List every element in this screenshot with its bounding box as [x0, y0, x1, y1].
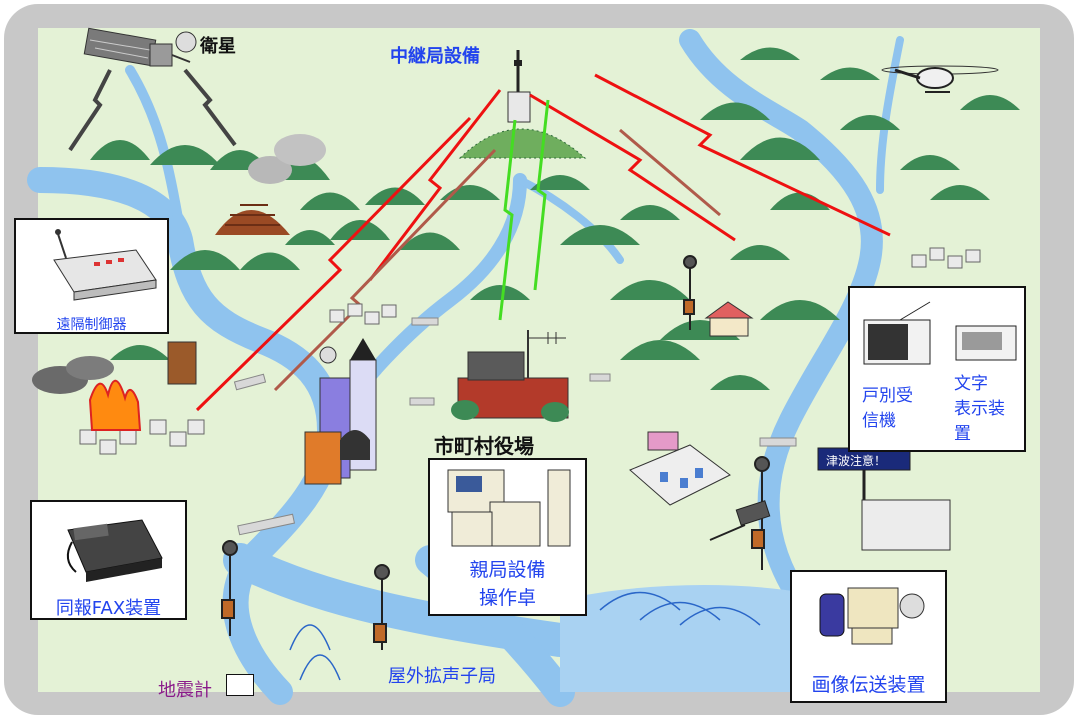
fax-icon	[66, 519, 163, 582]
display-icon	[955, 325, 1017, 361]
seismometer-label: 地震計	[158, 680, 212, 701]
individual-receiver-label: 戸別受 信機	[862, 386, 913, 431]
house-icon	[704, 301, 754, 337]
satellite-label: 衛星	[200, 36, 236, 57]
image-transmission-box: 画像伝送装置	[790, 570, 947, 703]
satellite-links	[68, 68, 237, 152]
burning-building-icon	[167, 341, 197, 385]
waves-icon	[289, 591, 761, 681]
helicopter-icon	[881, 65, 999, 93]
satellite-icon	[83, 27, 197, 67]
master-console-label: 親局設備 操作卓	[469, 559, 546, 609]
city-hall-icon	[451, 330, 569, 422]
factory-icon	[629, 431, 731, 506]
remote-controller-box: 遠隔制御器	[14, 218, 169, 334]
city-hall-label: 市町村役場	[434, 434, 534, 458]
radio-links-red	[195, 73, 891, 412]
radio-links-brown	[273, 128, 721, 392]
skyscrapers-icon	[304, 338, 377, 485]
master-console-box: 親局設備 操作卓	[428, 458, 587, 616]
relay-hill	[458, 128, 587, 159]
tsunami-sign-text: 津波注意！	[826, 454, 887, 468]
image-transmission-label: 画像伝送装置	[811, 674, 926, 696]
camera-icon	[709, 500, 771, 541]
remote-controller-label: 遠隔制御器	[56, 317, 127, 333]
radio-icon	[863, 301, 931, 365]
master-console-icon	[447, 469, 571, 547]
text-display-label: 文字 表示装 置	[954, 374, 1005, 444]
radio-links-green	[498, 99, 550, 321]
remote-controller-icon	[53, 229, 157, 301]
tsunami-sign-icon	[817, 447, 951, 551]
town-clusters	[79, 247, 981, 455]
receiver-display-box: 戸別受 信機 文字 表示装 置	[848, 286, 1026, 452]
outdoor-speaker-label: 屋外拡声子局	[388, 666, 496, 687]
bridges	[233, 317, 797, 536]
relay-tower-icon	[507, 50, 531, 123]
sea-shore	[560, 585, 840, 692]
seismometer-icon	[226, 674, 254, 696]
fax-label: 同報FAX装置	[55, 598, 162, 619]
fire-icon	[32, 356, 142, 431]
relay-station-label: 中継局設備	[390, 46, 480, 67]
image-transmission-icon	[819, 587, 925, 645]
volcano-icon	[215, 134, 326, 235]
fax-box: 同報FAX装置	[30, 500, 187, 620]
